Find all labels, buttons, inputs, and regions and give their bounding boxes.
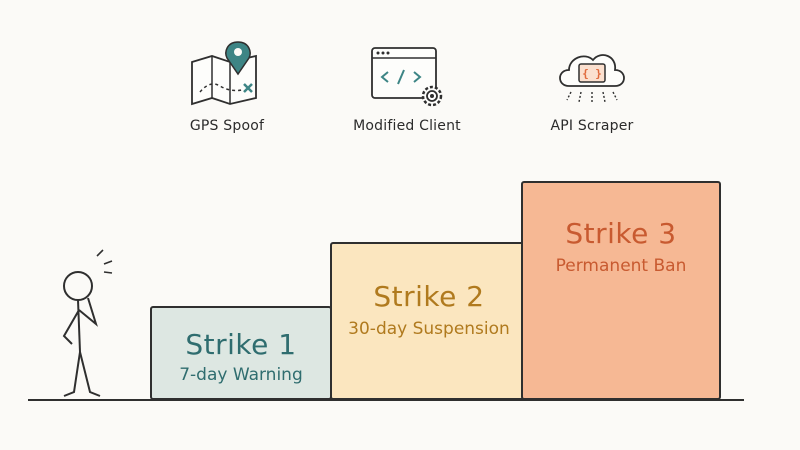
strike-2-title: Strike 2 bbox=[373, 280, 485, 313]
svg-text:{ }: { } bbox=[582, 67, 602, 80]
gps-spoof-label: GPS Spoof bbox=[189, 118, 265, 134]
ground-line bbox=[28, 399, 744, 401]
strike-1-step: Strike 1 7-day Warning bbox=[150, 306, 332, 400]
strike-3-subtitle: Permanent Ban bbox=[555, 256, 687, 276]
strike-1-subtitle: 7-day Warning bbox=[179, 365, 303, 385]
map-pin-icon bbox=[191, 41, 257, 106]
api-scraper-label: API Scraper bbox=[550, 118, 634, 134]
cloud-code-icon: { } bbox=[559, 54, 625, 103]
strike-2-subtitle: 30-day Suspension bbox=[348, 319, 510, 339]
strike-3-title: Strike 3 bbox=[565, 217, 677, 250]
gps-spoof-group: GPS Spoof bbox=[162, 40, 292, 134]
thinking-person-icon bbox=[62, 249, 113, 397]
api-scraper-group: { } API Scraper bbox=[527, 40, 657, 134]
strike-3-step: Strike 3 Permanent Ban bbox=[521, 181, 721, 400]
strike-1-title: Strike 1 bbox=[185, 328, 297, 361]
modified-client-label: Modified Client bbox=[353, 118, 461, 134]
strike-2-step: Strike 2 30-day Suspension bbox=[330, 242, 528, 400]
code-window-gear-icon bbox=[371, 47, 443, 107]
modified-client-group: Modified Client bbox=[342, 40, 472, 134]
